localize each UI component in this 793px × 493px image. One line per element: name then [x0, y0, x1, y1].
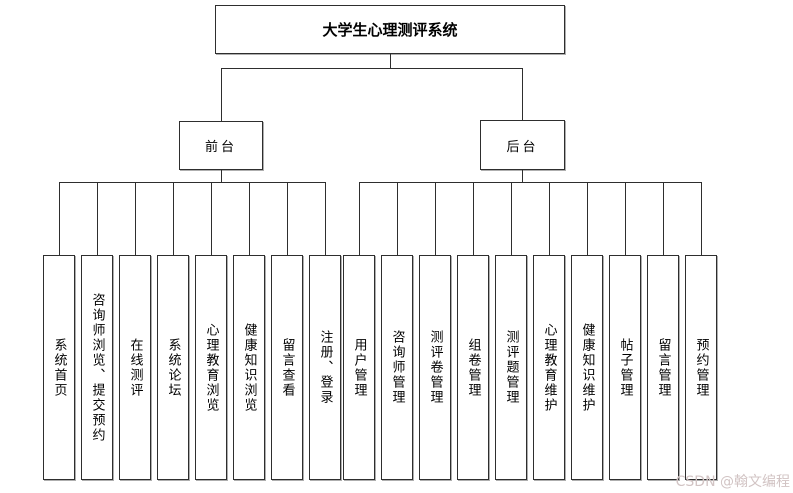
leaf-label: 测评题管理	[503, 330, 519, 405]
connector-leaf-stem	[434, 182, 436, 255]
connector-leaf-stem	[324, 182, 326, 255]
leaf-box: 测评题管理	[495, 255, 527, 480]
connector-back-bus	[359, 182, 702, 183]
root-node: 大学生心理测评系统	[215, 5, 565, 54]
leaf-node-front-6: 留言查看	[271, 182, 303, 480]
leaf-box: 咨询师浏览、提交预约	[81, 255, 113, 480]
leaf-box: 健康知识浏览	[233, 255, 265, 480]
leaf-label: 预约管理	[693, 337, 709, 398]
leaf-node-back-8: 留言管理	[647, 182, 679, 480]
leaf-box: 帖子管理	[609, 255, 641, 480]
connector-leaf-stem	[358, 182, 360, 255]
leaf-label: 心理教育浏览	[203, 322, 219, 413]
leaf-label: 健康知识浏览	[241, 322, 257, 413]
connector-leaf-stem	[662, 182, 664, 255]
leaf-box: 留言查看	[271, 255, 303, 480]
leaf-node-front-4: 心理教育浏览	[195, 182, 227, 480]
leaf-box: 预约管理	[685, 255, 717, 480]
connector-leaf-stem	[286, 182, 288, 255]
connector-front-stem	[221, 170, 222, 182]
root-node-label: 大学生心理测评系统	[322, 21, 458, 39]
leaf-box: 咨询师管理	[381, 255, 413, 480]
leaf-box: 注册、登录	[309, 255, 341, 480]
leaf-label: 留言管理	[655, 337, 671, 398]
leaf-node-front-5: 健康知识浏览	[233, 182, 265, 480]
leaf-node-back-0: 用户管理	[343, 182, 375, 480]
leaf-node-back-4: 测评题管理	[495, 182, 527, 480]
connector-leaf-stem	[172, 182, 174, 255]
connector-leaf-stem	[700, 182, 702, 255]
leaf-box: 留言管理	[647, 255, 679, 480]
leaf-node-front-3: 系统论坛	[157, 182, 189, 480]
connector-back-stem	[522, 170, 523, 182]
connector-leaf-stem	[396, 182, 398, 255]
leaf-label: 测评卷管理	[427, 330, 443, 405]
front-node-label: 前台	[204, 140, 237, 155]
leaf-node-back-5: 心理教育维护	[533, 182, 565, 480]
leaf-box: 系统首页	[43, 255, 75, 480]
connector-leaf-stem	[472, 182, 474, 255]
connector-leaf-stem	[624, 182, 626, 255]
connector-leaf-stem	[586, 182, 588, 255]
leaf-node-front-7: 注册、登录	[309, 182, 341, 480]
connector-root-stem	[390, 54, 391, 68]
leaf-node-back-6: 健康知识维护	[571, 182, 603, 480]
back-node: 后台	[480, 120, 565, 170]
front-node: 前台	[179, 121, 263, 170]
front-leaf-group: 系统首页 咨询师浏览、提交预约 在线测评 系统论坛 心理教育浏览	[43, 182, 341, 480]
connector-leaf-stem	[96, 182, 98, 255]
leaf-node-back-7: 帖子管理	[609, 182, 641, 480]
leaf-label: 组卷管理	[465, 337, 481, 398]
leaf-label: 系统论坛	[165, 337, 181, 398]
leaf-node-back-3: 组卷管理	[457, 182, 489, 480]
connector-leaf-stem	[548, 182, 550, 255]
connector-leaf-stem	[510, 182, 512, 255]
connector-top-bus	[221, 68, 523, 69]
connector-front-drop	[221, 68, 222, 121]
leaf-label: 注册、登录	[317, 330, 333, 405]
leaf-label: 帖子管理	[617, 337, 633, 398]
connector-leaf-stem	[248, 182, 250, 255]
back-node-label: 后台	[506, 139, 539, 155]
leaf-label: 心理教育维护	[541, 322, 557, 413]
leaf-node-back-2: 测评卷管理	[419, 182, 451, 480]
leaf-node-front-1: 咨询师浏览、提交预约	[81, 182, 113, 480]
connector-front-bus	[59, 182, 326, 183]
leaf-label: 在线测评	[127, 337, 143, 398]
connector-leaf-stem	[58, 182, 60, 255]
leaf-box: 健康知识维护	[571, 255, 603, 480]
leaf-node-front-2: 在线测评	[119, 182, 151, 480]
connector-leaf-stem	[210, 182, 212, 255]
leaf-node-back-9: 预约管理	[685, 182, 717, 480]
leaf-box: 测评卷管理	[419, 255, 451, 480]
leaf-label: 健康知识维护	[579, 322, 595, 413]
leaf-node-front-0: 系统首页	[43, 182, 75, 480]
leaf-box: 系统论坛	[157, 255, 189, 480]
leaf-label: 留言查看	[279, 337, 295, 398]
back-leaf-group: 用户管理 咨询师管理 测评卷管理 组卷管理 测评题管理	[343, 182, 717, 480]
leaf-box: 心理教育浏览	[195, 255, 227, 480]
leaf-box: 在线测评	[119, 255, 151, 480]
connector-back-drop	[522, 68, 523, 120]
leaf-label: 系统首页	[51, 337, 67, 398]
leaf-box: 组卷管理	[457, 255, 489, 480]
csdn-watermark: CSDN @翰文编程	[675, 474, 790, 490]
leaf-box: 心理教育维护	[533, 255, 565, 480]
leaf-label: 咨询师浏览、提交预约	[89, 292, 105, 443]
connector-leaf-stem	[134, 182, 136, 255]
leaf-label: 咨询师管理	[389, 330, 405, 405]
leaf-box: 用户管理	[343, 255, 375, 480]
leaf-node-back-1: 咨询师管理	[381, 182, 413, 480]
leaf-label: 用户管理	[351, 337, 367, 398]
